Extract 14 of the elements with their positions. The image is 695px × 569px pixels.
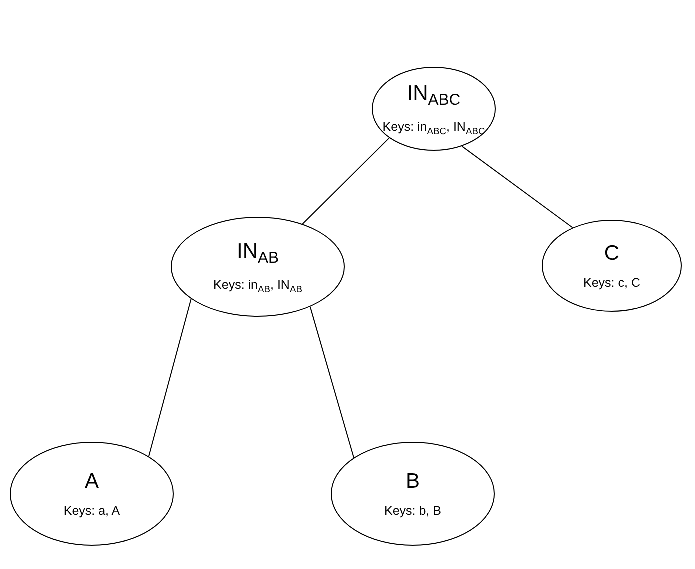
node-keys: Keys: in$_{ABC}$, IN$_{ABC}$: [382, 120, 486, 136]
node-title: C: [604, 242, 620, 266]
connector-line: [310, 306, 355, 458]
node-keys: Keys: a, A: [64, 504, 120, 518]
node-keys: Keys: b, B: [384, 504, 442, 518]
node-title: IN$_{ABC}$: [407, 82, 461, 110]
connector-line: [148, 298, 192, 458]
node-title: B: [406, 470, 420, 494]
connector-line: [302, 138, 390, 225]
connector-line: [462, 146, 574, 228]
node-title: A: [84, 470, 99, 494]
node-keys: Keys: in$_{AB}$, IN$_{AB}$: [214, 278, 302, 294]
node-title: IN$_{AB}$: [236, 240, 279, 268]
node-keys: Keys: c, C: [584, 276, 640, 290]
